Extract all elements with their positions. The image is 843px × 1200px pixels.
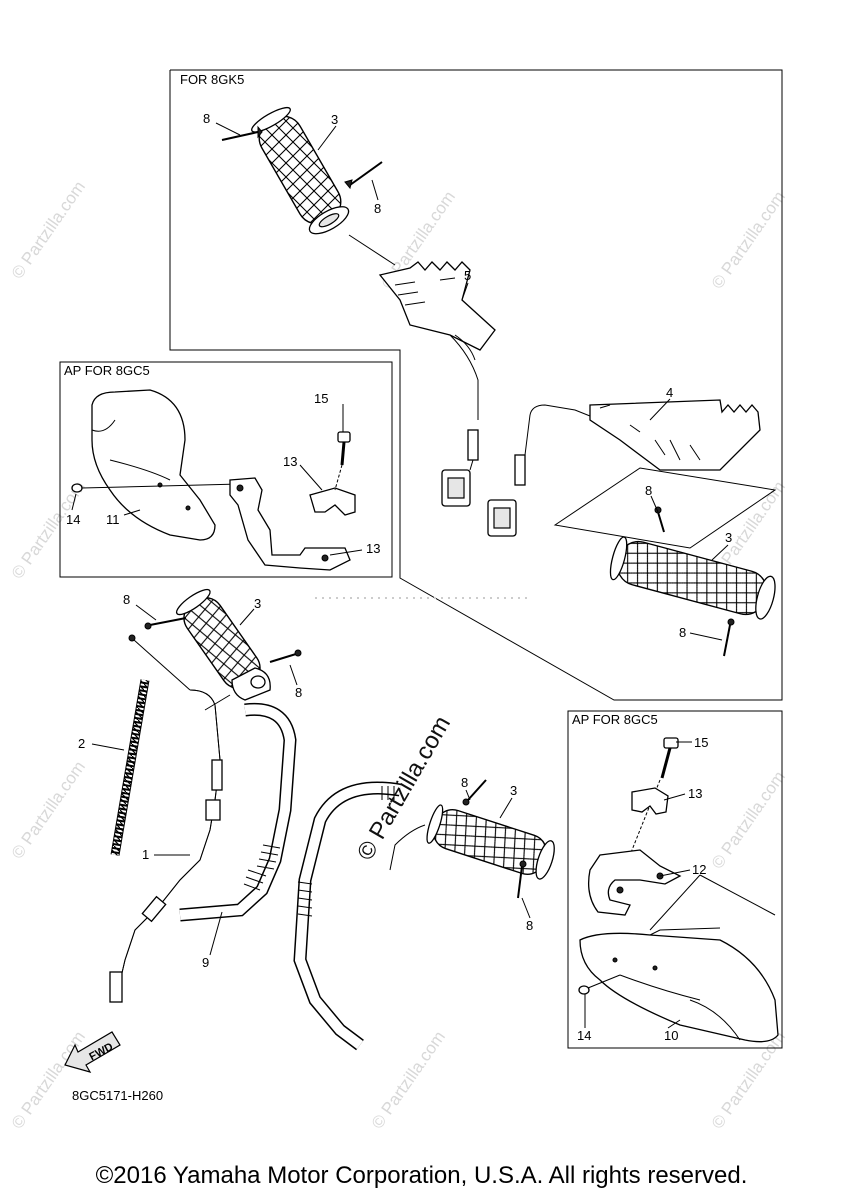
heated-grip-top xyxy=(251,106,350,235)
callout-6: 8 xyxy=(203,111,210,126)
clamp-13-right xyxy=(631,787,669,815)
clamp-13-left xyxy=(309,487,356,516)
callout-15: 15 xyxy=(694,735,708,750)
watermark: © Partzilla.com xyxy=(708,1028,789,1133)
box-ap-left-outline xyxy=(59,361,393,578)
callout-4: 4 xyxy=(666,385,673,400)
rivet-icon xyxy=(221,125,263,141)
callout-3: 3 xyxy=(331,112,338,127)
box-title-ap-left: AP FOR 8GC5 xyxy=(64,363,150,378)
throttle-grip xyxy=(175,588,271,701)
bolt-15-left xyxy=(334,431,351,491)
callout-6: 8 xyxy=(461,775,468,790)
callout-6: 8 xyxy=(374,201,381,216)
rivet-icon xyxy=(654,506,665,533)
watermark: © Partzilla.com xyxy=(8,478,89,583)
box-8gk5-outline xyxy=(169,69,783,701)
watermark: © Partzilla.com xyxy=(8,1028,89,1133)
box-ap-right-outline xyxy=(567,710,783,1049)
callout-9: 10 xyxy=(664,1028,678,1043)
rivet-icon xyxy=(144,617,187,630)
heated-grip-lower xyxy=(389,804,555,880)
hose-long xyxy=(293,781,402,1051)
leader-grip-to-heater xyxy=(348,234,396,266)
callout-3: 3 xyxy=(510,783,517,798)
watermark: © Partzilla.com xyxy=(708,768,789,873)
heater-placement-outline xyxy=(553,467,777,549)
heater-element-4 xyxy=(589,399,761,471)
guard-placement-lines xyxy=(649,874,776,931)
copyright-footer: ©2016 Yamaha Motor Corporation, U.S.A. A… xyxy=(95,1162,748,1189)
callout-10: 11 xyxy=(106,512,120,527)
callout-3: 3 xyxy=(254,596,261,611)
heater-element-5 xyxy=(378,261,496,420)
box-title-8gk5: FOR 8GK5 xyxy=(180,72,244,87)
rivet-icon xyxy=(269,649,302,663)
watermark: © Partzilla.com xyxy=(368,1028,449,1133)
callout-14: 14 xyxy=(577,1028,591,1043)
bracket-12 xyxy=(229,477,351,571)
callout-5: 5 xyxy=(464,268,471,283)
rivet-icon xyxy=(462,779,487,806)
callout-3: 3 xyxy=(725,530,732,545)
handguard-right-9 xyxy=(579,927,779,1043)
callout-6: 8 xyxy=(645,483,652,498)
callout-15: 15 xyxy=(314,391,328,406)
callout-labels: 3 8 8 5 4 15 13 13 11 14 8 3 8 3 8 8 2 1… xyxy=(66,111,732,1043)
callout-6: 8 xyxy=(679,625,686,640)
callout-1: 1 xyxy=(142,847,149,862)
callout-8: 9 xyxy=(202,955,209,970)
watermark: © Partzilla.com xyxy=(8,758,89,863)
callout-14: 14 xyxy=(66,512,80,527)
hose-8 xyxy=(179,702,297,922)
throttle-cable-1 xyxy=(109,634,231,1003)
diagram-canvas: © Partzilla.com © Partzilla.com © Partzi… xyxy=(8,69,789,1133)
bracket-11 xyxy=(587,849,682,916)
callout-13: 13 xyxy=(283,454,297,469)
handguard-left-10 xyxy=(91,389,216,541)
callout-2: 2 xyxy=(78,736,85,751)
callout-12: 13 xyxy=(366,541,380,556)
callout-11: 12 xyxy=(692,862,706,877)
callout-6: 8 xyxy=(526,918,533,933)
bolt-14-right xyxy=(578,974,621,995)
connector-right xyxy=(487,404,601,537)
rivet-icon xyxy=(723,618,735,657)
bolt-14-left xyxy=(71,483,241,493)
connector-left xyxy=(441,429,479,507)
box-title-ap-right: AP FOR 8GC5 xyxy=(572,712,658,727)
spring-2 xyxy=(110,679,150,856)
rivet-icon xyxy=(517,860,527,899)
watermark: © Partzilla.com xyxy=(708,188,789,293)
leader-lines xyxy=(71,122,729,1029)
watermark: © Partzilla.com xyxy=(8,178,89,283)
callout-6: 8 xyxy=(295,685,302,700)
heated-grip-right xyxy=(609,536,776,620)
callout-6: 8 xyxy=(123,592,130,607)
callout-13: 13 xyxy=(688,786,702,801)
diagram-code: 8GC5171-H260 xyxy=(72,1088,163,1103)
rivet-icon xyxy=(344,161,383,190)
